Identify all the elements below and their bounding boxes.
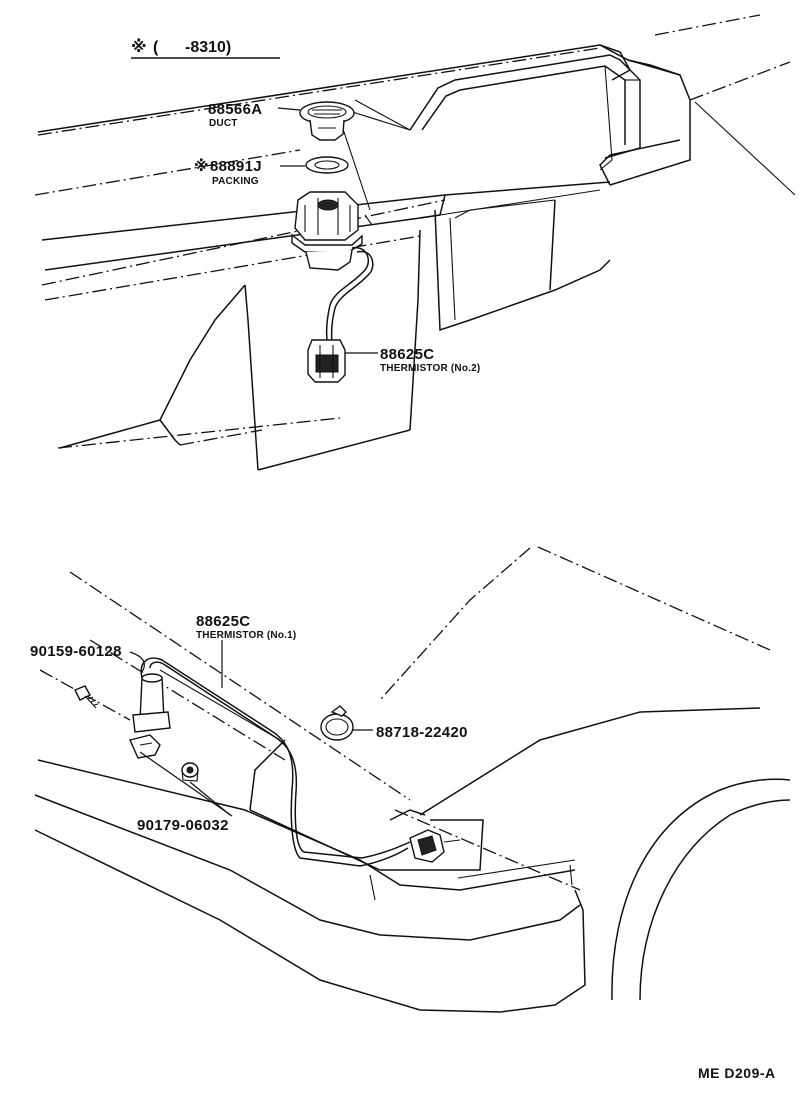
screw-part [74,685,99,709]
duct-part [299,101,355,141]
grommet-part-number: 90179-06032 [137,817,229,834]
packing-part-number: 88891J [210,158,262,175]
condition-note-symbol: ※ [131,38,147,56]
packing-part-name: PACKING [212,176,259,187]
condition-note-text: ( -8310) [153,39,231,56]
thermistor-no2-part [291,191,374,383]
grommet-part [181,762,199,782]
thermistor-no1-part-number: 88625C [196,613,250,630]
dashboard-outline-top [34,14,796,471]
body-outline-bottom [34,546,791,1013]
clamp-part-number: 88718-22420 [376,724,468,741]
reference-code: ME D209-A [698,1065,776,1081]
thermistor-no2-part-number: 88625C [380,346,434,363]
thermistor-no1-part-name: THERMISTOR (No.1) [196,630,296,641]
packing-marker: ※ [194,157,209,175]
screw-leader [129,651,145,673]
thermistor-no1-part [129,657,461,867]
duct-part-number: 88566A [208,101,262,118]
thermistor-no2-part-name: THERMISTOR (No.2) [380,363,480,374]
clamp-part [320,705,354,741]
screw-part-number: 90159-60128 [30,643,122,660]
bracket-to-grommet-leader [139,751,233,817]
duct-leader [277,107,301,111]
packing-part [305,156,349,174]
duct-part-name: DUCT [209,118,238,129]
